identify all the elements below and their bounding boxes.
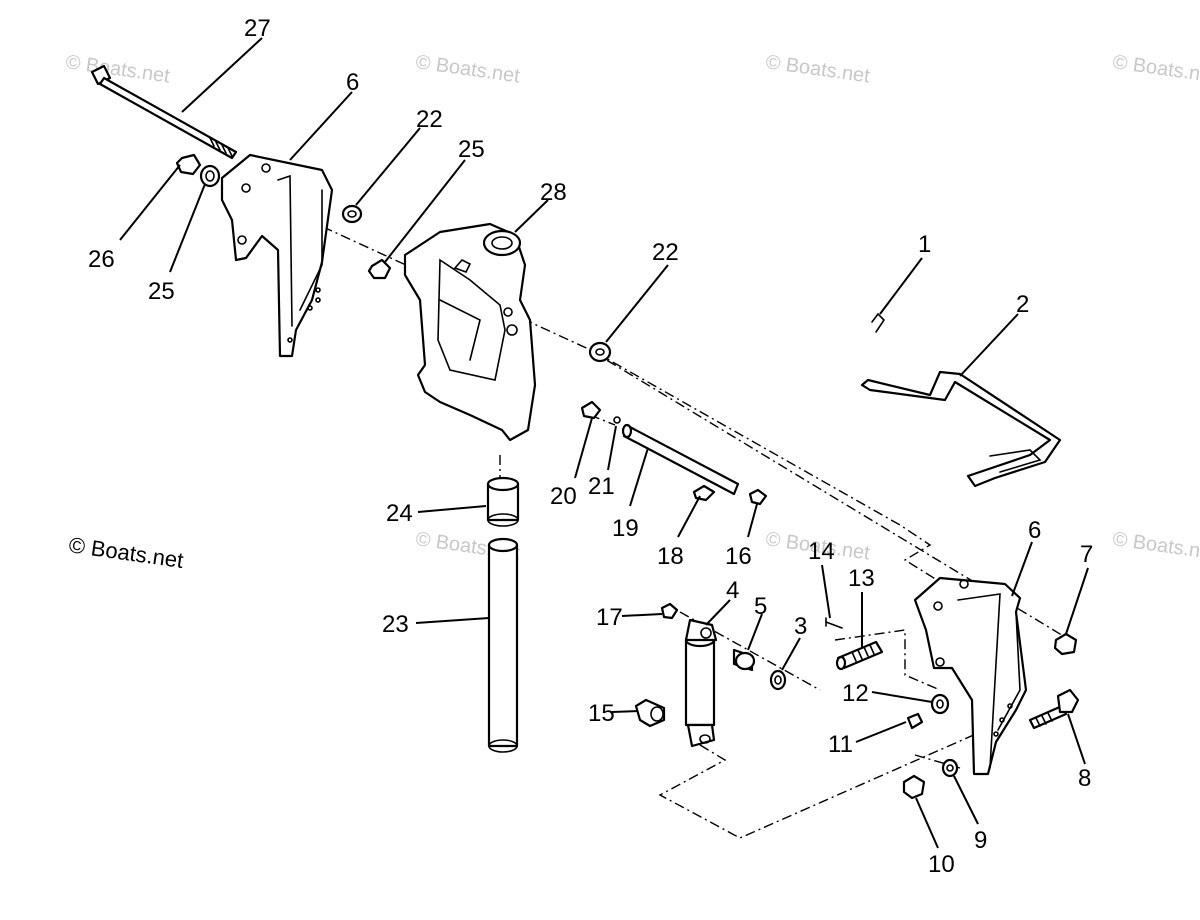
callout-26: 26	[88, 246, 115, 273]
callout-10: 10	[928, 851, 955, 878]
callout-8: 8	[1078, 765, 1091, 792]
bracket-6-right	[913, 576, 1028, 776]
callout-22-right: 22	[652, 239, 679, 266]
leader-lines	[119, 37, 1089, 849]
tube-23	[487, 537, 519, 753]
assembly-axes	[231, 184, 1071, 839]
callout-13: 13	[848, 565, 875, 592]
watermark-text: © Boats.net	[764, 51, 871, 87]
callout-28: 28	[540, 179, 567, 206]
callout-22-upper: 22	[416, 106, 443, 133]
callout-18: 18	[657, 543, 684, 570]
watermark-main-text: © Boats.net	[67, 532, 185, 573]
callout-25-left: 25	[148, 278, 175, 305]
callout-3: 3	[794, 613, 807, 640]
bolt-27	[90, 64, 238, 160]
callout-6-right: 6	[1028, 517, 1041, 544]
callout-4: 4	[726, 577, 739, 604]
callout-12: 12	[842, 680, 869, 707]
callout-17: 17	[596, 604, 623, 631]
callout-7: 7	[1080, 541, 1093, 568]
washer-9	[941, 758, 959, 778]
pin-21	[613, 416, 621, 424]
bushing-5	[732, 648, 756, 672]
callout-9: 9	[974, 827, 987, 854]
grease-fitting-20	[580, 400, 602, 420]
washer-3	[769, 669, 787, 691]
nut-26	[175, 153, 202, 176]
washer-22-upper	[341, 204, 363, 224]
cotter-pin-1	[871, 312, 886, 333]
watermark-text: © Boats.net	[1111, 528, 1200, 564]
callout-2: 2	[1016, 291, 1029, 318]
stud-13	[835, 640, 884, 671]
washer-12	[930, 693, 950, 715]
shaft-19	[621, 423, 740, 496]
callout-20: 20	[550, 483, 577, 510]
watermark-text: © Boats.net	[1111, 51, 1200, 87]
watermarks: © Boats.net © Boats.net © Boats.net © Bo…	[64, 51, 1200, 573]
callout-15: 15	[588, 700, 615, 727]
callout-16: 16	[725, 543, 752, 570]
nut-17	[660, 602, 679, 620]
shock-absorber-4	[684, 618, 718, 748]
callout-21: 21	[588, 473, 615, 500]
screw-14	[825, 617, 843, 629]
callout-5: 5	[754, 593, 767, 620]
callout-6-left: 6	[346, 69, 359, 96]
callout-19: 19	[612, 515, 639, 542]
bolt-15	[634, 698, 666, 728]
fitting-18	[692, 484, 716, 502]
callout-14: 14	[808, 538, 835, 565]
swivel-bracket-28	[403, 222, 537, 442]
washer-22-right	[588, 341, 612, 363]
bushing-24	[486, 476, 520, 527]
callout-25-center: 25	[458, 136, 485, 163]
bolt-8	[1028, 688, 1080, 730]
nut-7	[1053, 632, 1078, 656]
callout-1: 1	[918, 231, 931, 258]
bracket-6-left	[220, 153, 334, 358]
callout-24: 24	[386, 500, 413, 527]
callouts: 27 6 22 25 26 25 28 22 1 2 20 21 19 18 1…	[88, 15, 1093, 878]
tilt-lever-2	[860, 370, 1062, 488]
callout-23: 23	[382, 611, 409, 638]
fitting-16	[748, 488, 768, 506]
callout-27: 27	[244, 15, 271, 42]
watermark-text: © Boats.net	[64, 51, 171, 87]
washer-25-left	[199, 164, 221, 188]
screw-11	[906, 712, 924, 730]
washer-25-center	[367, 258, 392, 280]
nut-10	[902, 774, 926, 800]
watermark-text: © Boats.net	[414, 51, 521, 87]
callout-11: 11	[828, 731, 853, 758]
